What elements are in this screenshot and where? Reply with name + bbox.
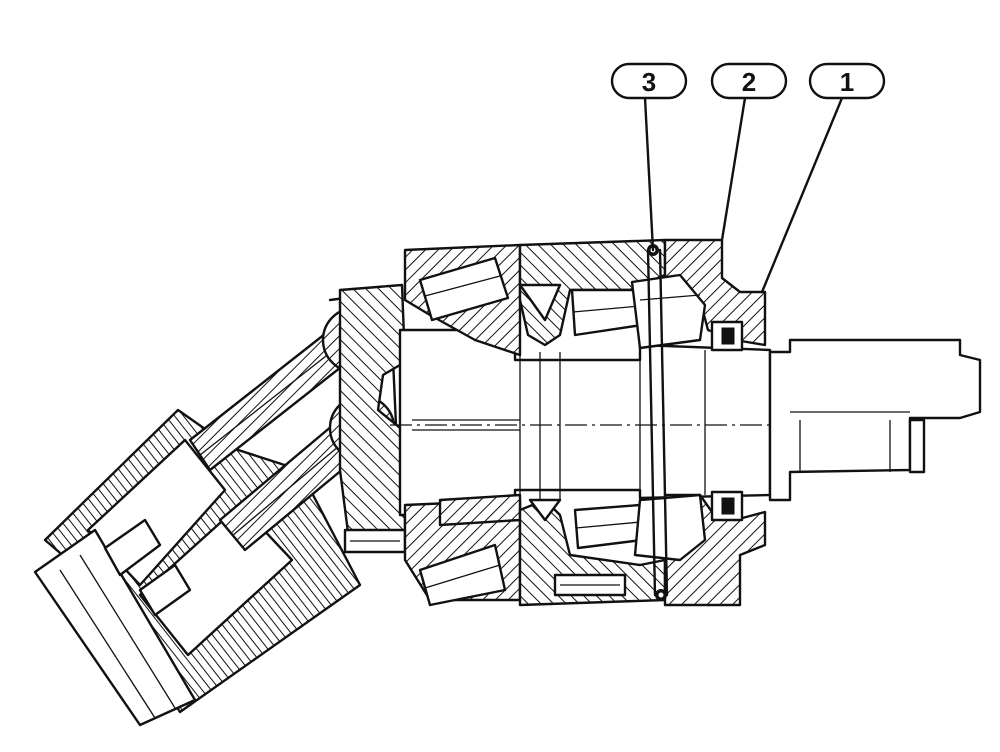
svg-text:3: 3 — [642, 67, 656, 97]
drive-shaft — [390, 328, 772, 517]
callout-1: 1 — [808, 62, 886, 100]
left-bearing-housing — [403, 243, 522, 607]
svg-text:2: 2 — [742, 67, 756, 97]
callout-leaders — [643, 96, 844, 294]
drive-flange — [338, 283, 407, 554]
cylinder-block-assembly — [33, 328, 374, 727]
o-rings — [646, 244, 669, 601]
callout-2: 2 — [710, 62, 788, 100]
shaft-end — [768, 338, 982, 502]
callout-3: 3 — [610, 62, 688, 100]
svg-text:1: 1 — [840, 67, 854, 97]
